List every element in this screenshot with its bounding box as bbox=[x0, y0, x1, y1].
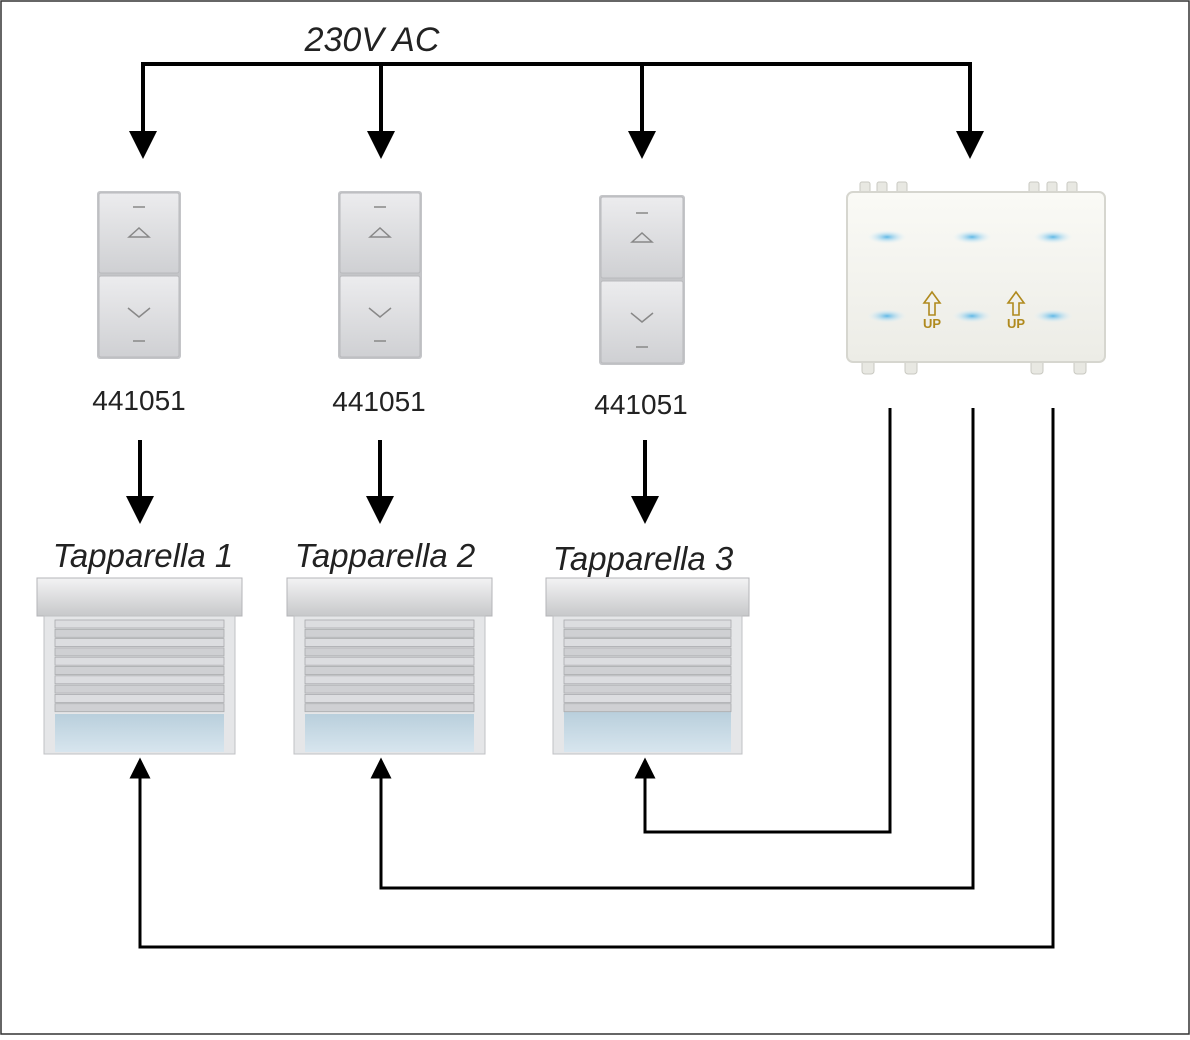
up-button-label: UP bbox=[1007, 316, 1025, 331]
switch-1-up-key bbox=[98, 192, 180, 274]
shutter-3-box bbox=[545, 577, 750, 617]
shutter-slat bbox=[304, 628, 475, 638]
shutter-slat bbox=[563, 628, 732, 638]
shutter-slat bbox=[54, 619, 225, 629]
shutter-slat bbox=[54, 628, 225, 638]
shutter-2-window bbox=[305, 714, 474, 752]
down-chevron-icon bbox=[127, 307, 151, 318]
shutter-1 bbox=[36, 577, 243, 755]
shutter-slat bbox=[304, 694, 475, 703]
shutter-slat bbox=[54, 675, 225, 685]
switch-1-code: 441051 bbox=[92, 385, 185, 416]
up-chevron-icon bbox=[630, 231, 654, 243]
up-chevron-icon bbox=[368, 226, 392, 238]
switch-3-code: 441051 bbox=[594, 389, 687, 420]
down-chevron-icon bbox=[630, 312, 654, 323]
shutter-slat bbox=[563, 619, 732, 629]
switch-2-up-key bbox=[339, 192, 421, 274]
controller-body bbox=[846, 191, 1106, 363]
led-indicator-icon bbox=[1033, 309, 1073, 323]
shutter-slat bbox=[304, 647, 475, 657]
shutter-slat bbox=[54, 638, 225, 647]
shutter-2-box bbox=[286, 577, 493, 617]
shutter-slat bbox=[54, 694, 225, 703]
switch-2-code: 441051 bbox=[332, 386, 425, 417]
switch-output-arrows bbox=[126, 440, 659, 524]
shutter-slat bbox=[54, 656, 225, 666]
controller-module: UP UP bbox=[846, 181, 1106, 375]
controller-up-button-2: UP bbox=[1006, 290, 1026, 331]
shutter-slat bbox=[563, 638, 732, 647]
up-chevron-icon bbox=[127, 226, 151, 238]
shutter-slat bbox=[54, 703, 225, 713]
shutter-slat bbox=[304, 703, 475, 713]
shutter-3 bbox=[545, 577, 750, 755]
led-indicator-icon bbox=[952, 309, 992, 323]
shutter-2 bbox=[286, 577, 493, 755]
down-chevron-icon bbox=[368, 307, 392, 318]
shutter-1-box bbox=[36, 577, 243, 617]
up-arrow-icon bbox=[922, 290, 942, 316]
shutter-1-slats bbox=[54, 619, 225, 713]
shutter-slat bbox=[54, 647, 225, 657]
shutter-slat bbox=[563, 647, 732, 657]
shutter-3-slats bbox=[563, 619, 732, 713]
shutter-slat bbox=[563, 656, 732, 666]
shutter-slat bbox=[54, 684, 225, 694]
shutter-3-label: Tapparella 3 bbox=[553, 540, 734, 577]
shutter-slat bbox=[304, 656, 475, 666]
shutter-slat bbox=[563, 703, 732, 713]
return-wire-shutter-3 bbox=[634, 408, 892, 834]
shutter-slat bbox=[304, 675, 475, 685]
shutter-2-label: Tapparella 2 bbox=[295, 537, 475, 574]
shutter-slat bbox=[563, 666, 732, 675]
up-button-label: UP bbox=[923, 316, 941, 331]
switch-3 bbox=[599, 195, 685, 365]
supply-label: 230V AC bbox=[304, 21, 440, 59]
shutter-slat bbox=[54, 666, 225, 675]
switch-3-up-key bbox=[600, 196, 684, 279]
shutter-1-window bbox=[55, 714, 224, 752]
supply-bus bbox=[129, 62, 984, 159]
return-wire-shutter-2 bbox=[370, 408, 975, 890]
shutter-slat bbox=[304, 638, 475, 647]
led-indicator-icon bbox=[1033, 230, 1073, 244]
shutter-slat bbox=[563, 694, 732, 703]
controller-return-wires bbox=[129, 408, 1055, 949]
shutter-slat bbox=[563, 684, 732, 694]
shutter-slat bbox=[563, 675, 732, 685]
shutter-slat bbox=[304, 666, 475, 675]
led-indicator-icon bbox=[867, 309, 907, 323]
shutter-slat bbox=[304, 619, 475, 629]
return-wire-shutter-1 bbox=[129, 408, 1055, 949]
led-indicator-icon bbox=[952, 230, 992, 244]
shutter-1-label: Tapparella 1 bbox=[53, 537, 233, 574]
switch-1 bbox=[97, 191, 181, 359]
shutter-3-window bbox=[564, 712, 731, 752]
controller-leds bbox=[867, 230, 1073, 323]
shutter-2-slats bbox=[304, 619, 475, 713]
shutter-slat bbox=[304, 684, 475, 694]
up-arrow-icon bbox=[1006, 290, 1026, 316]
controller-up-button-1: UP bbox=[922, 290, 942, 331]
switch-2 bbox=[338, 191, 422, 359]
led-indicator-icon bbox=[867, 230, 907, 244]
